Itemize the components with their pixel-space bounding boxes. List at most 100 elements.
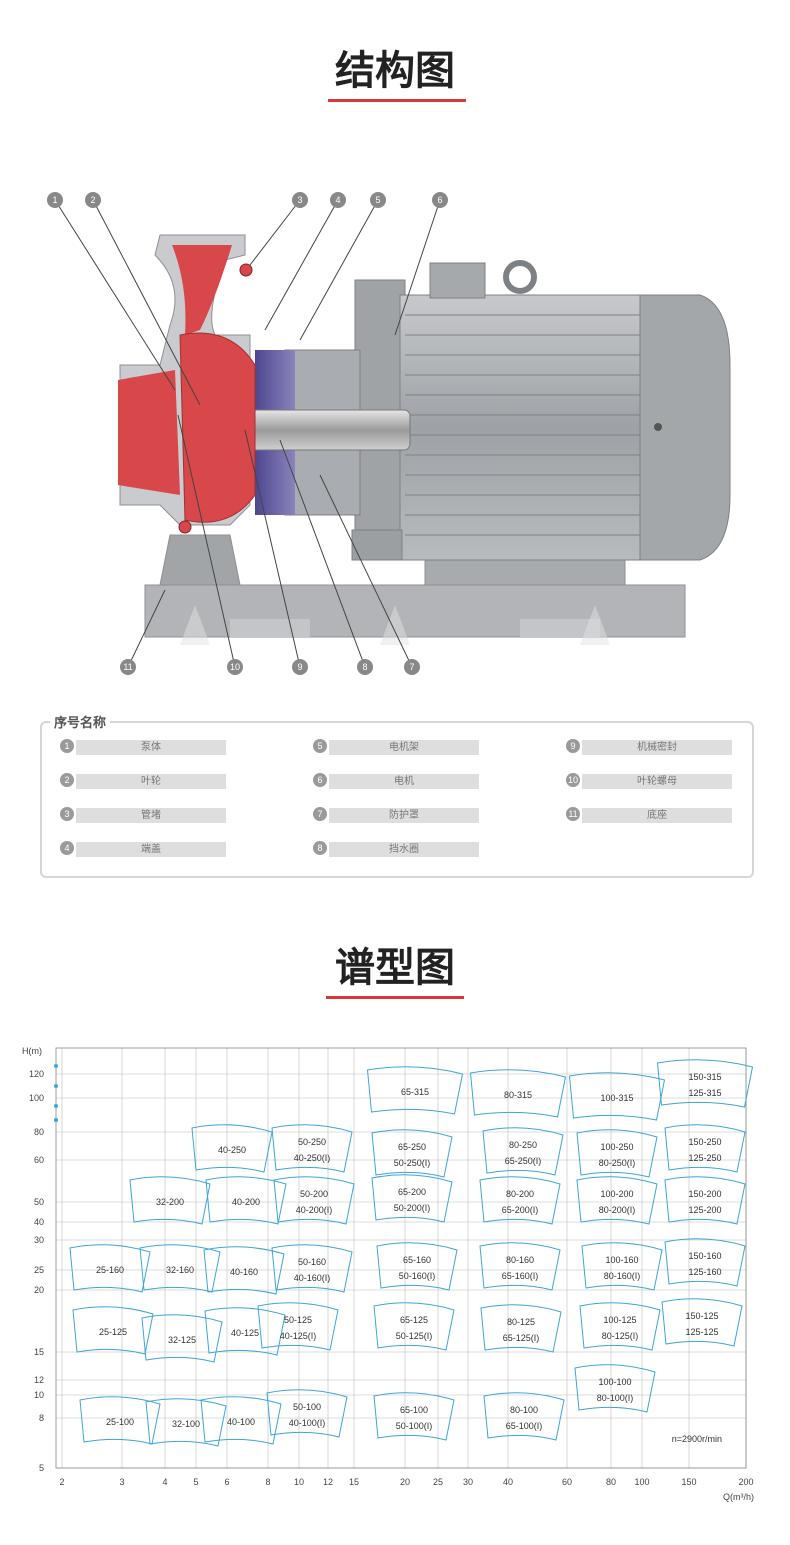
zone-label: 40-160(I) bbox=[294, 1273, 331, 1283]
y-tick-label: 50 bbox=[34, 1197, 44, 1207]
zone-label: 50-125 bbox=[284, 1315, 312, 1325]
zone-label: 125-315 bbox=[688, 1088, 721, 1098]
y-tick-label: 40 bbox=[34, 1217, 44, 1227]
x-tick-label: 4 bbox=[162, 1477, 167, 1487]
zone-label: 40-160 bbox=[230, 1267, 258, 1277]
zone-label: 150-160 bbox=[688, 1251, 721, 1261]
zone-outline bbox=[371, 1129, 453, 1178]
zone-label: 50-250(I) bbox=[394, 1158, 431, 1168]
zone-label: 25-100 bbox=[106, 1417, 134, 1427]
zone-label: 80-250(I) bbox=[599, 1158, 636, 1168]
zone-outline bbox=[373, 1392, 455, 1441]
zone-label: 32-100 bbox=[172, 1419, 200, 1429]
axis-marker bbox=[54, 1104, 58, 1108]
watermark bbox=[180, 605, 610, 645]
zone-outline bbox=[129, 1176, 211, 1225]
callout-7: 7 bbox=[409, 662, 414, 672]
zone-outline bbox=[79, 1396, 161, 1445]
legend-title: 序号名称 bbox=[50, 712, 111, 731]
legend-label: 电机 bbox=[329, 774, 479, 789]
zone-outline bbox=[656, 1059, 754, 1108]
zone-outline bbox=[664, 1238, 746, 1287]
zone-label: 80-200(I) bbox=[599, 1205, 636, 1215]
structure-title-underline bbox=[328, 99, 466, 102]
zone-outline bbox=[483, 1392, 565, 1441]
zone-label: 80-125(I) bbox=[602, 1331, 639, 1341]
zone-label: 65-100(I) bbox=[506, 1421, 543, 1431]
callout-3-marker bbox=[292, 192, 308, 208]
legend-label: 挡水圈 bbox=[329, 842, 479, 857]
callout-4: 4 bbox=[335, 195, 340, 205]
x-tick-label: 20 bbox=[400, 1477, 410, 1487]
zone-label: 100-125 bbox=[603, 1315, 636, 1325]
zone-outline bbox=[482, 1127, 564, 1176]
zone-label: 40-200 bbox=[232, 1197, 260, 1207]
x-tick-label: 3 bbox=[119, 1477, 124, 1487]
zone-label: 65-200 bbox=[398, 1187, 426, 1197]
zone-outline bbox=[145, 1398, 227, 1447]
y-tick-label: 8 bbox=[39, 1413, 44, 1423]
zone-outline bbox=[205, 1176, 287, 1225]
zone-outline bbox=[576, 1129, 658, 1178]
zone-label: 32-160 bbox=[166, 1265, 194, 1275]
zone-outline bbox=[273, 1176, 355, 1225]
zone-label: 80-160(I) bbox=[604, 1271, 641, 1281]
zone-label: 80-200 bbox=[506, 1189, 534, 1199]
zone-label: 80-315 bbox=[504, 1090, 532, 1100]
zone-outline bbox=[72, 1306, 154, 1355]
zone-label: 50-200(I) bbox=[394, 1203, 431, 1213]
legend-label: 防护罩 bbox=[329, 808, 479, 823]
pump-structure-diagram: 1 2 3 4 5 6 7 8 9 10 11 bbox=[47, 192, 731, 675]
legend-number: 7 bbox=[313, 807, 327, 821]
zone-label: 65-160 bbox=[403, 1255, 431, 1265]
y-tick-label: 20 bbox=[34, 1285, 44, 1295]
legend-number: 1 bbox=[60, 739, 74, 753]
y-axis-label: H(m) bbox=[22, 1046, 42, 1056]
zone-outline bbox=[664, 1124, 746, 1173]
zone-outline bbox=[480, 1304, 562, 1353]
zone-label: 80-100 bbox=[510, 1405, 538, 1415]
legend-number: 8 bbox=[313, 841, 327, 855]
zone-label: 40-100 bbox=[227, 1417, 255, 1427]
callout-8: 8 bbox=[362, 662, 367, 672]
x-tick-label: 15 bbox=[349, 1477, 359, 1487]
callout-5: 5 bbox=[375, 195, 380, 205]
zone-label: 125-125 bbox=[685, 1327, 718, 1337]
x-tick-label: 150 bbox=[681, 1477, 696, 1487]
legend-number: 3 bbox=[60, 807, 74, 821]
y-tick-label: 15 bbox=[34, 1347, 44, 1357]
motor bbox=[354, 260, 731, 561]
x-tick-label: 100 bbox=[634, 1477, 649, 1487]
zone-label: 65-200(I) bbox=[502, 1205, 539, 1215]
zone-label: 100-250 bbox=[600, 1142, 633, 1152]
zone-outline bbox=[204, 1307, 286, 1356]
legend-number: 2 bbox=[60, 773, 74, 787]
zone-label: 50-100 bbox=[293, 1402, 321, 1412]
legend-label: 机械密封 bbox=[582, 740, 732, 755]
legend-label: 端盖 bbox=[76, 842, 226, 857]
x-tick-label: 80 bbox=[606, 1477, 616, 1487]
callout-11: 11 bbox=[123, 662, 132, 672]
callout-7-marker bbox=[404, 659, 420, 675]
zone-outline bbox=[257, 1302, 339, 1351]
legend-number: 9 bbox=[566, 739, 580, 753]
zone-label: 80-100(I) bbox=[597, 1393, 634, 1403]
zone-outline bbox=[581, 1242, 663, 1291]
legend-number: 10 bbox=[566, 773, 580, 787]
y-tick-label: 120 bbox=[29, 1069, 44, 1079]
x-tick-label: 12 bbox=[323, 1477, 333, 1487]
zone-label: 50-160 bbox=[298, 1257, 326, 1267]
x-tick-label: 5 bbox=[193, 1477, 198, 1487]
y-tick-label: 100 bbox=[29, 1093, 44, 1103]
zone-label: 40-100(I) bbox=[289, 1418, 326, 1428]
x-tick-label: 10 bbox=[294, 1477, 304, 1487]
chart-title-underline bbox=[326, 996, 464, 999]
x-tick-label: 40 bbox=[503, 1477, 513, 1487]
zone-outline bbox=[200, 1396, 282, 1445]
